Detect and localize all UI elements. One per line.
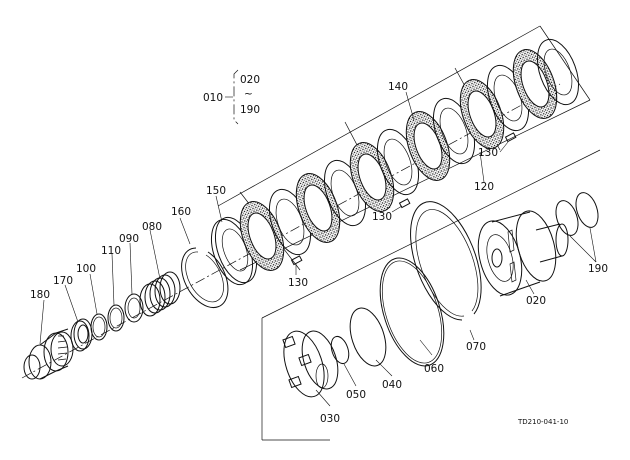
pin-130-b	[398, 198, 411, 209]
friction-disc	[349, 142, 395, 212]
label-130-a: 130	[288, 277, 308, 289]
group-range-to-label: 190	[240, 104, 260, 116]
pin-130-a	[290, 255, 303, 266]
piston-group-outline	[261, 149, 601, 441]
label-040: 040	[382, 379, 402, 391]
label-130-c: 130	[478, 147, 498, 159]
label-020: 020	[526, 295, 546, 307]
friction-disc	[512, 49, 558, 119]
group-range-from-label: 020	[240, 74, 260, 86]
clutch-pack	[239, 38, 580, 271]
label-090: 090	[119, 233, 139, 245]
ring-100	[90, 313, 108, 341]
group-range-symbol: ~	[244, 88, 253, 100]
label-120: 120	[474, 181, 494, 193]
label-150: 150	[206, 185, 226, 197]
label-060: 060	[424, 363, 444, 375]
label-170: 170	[53, 275, 73, 287]
label-190: 190	[588, 263, 608, 275]
o-ring-050	[330, 335, 350, 365]
leader-lines	[39, 91, 597, 407]
o-ring-060	[379, 257, 445, 367]
o-ring-040	[349, 307, 387, 367]
label-110: 110	[101, 245, 121, 257]
snap-ring-070	[410, 201, 482, 321]
seal-rings-190	[555, 192, 599, 236]
label-070: 070	[466, 341, 486, 353]
snap-ring-160	[181, 247, 229, 309]
group-bracket: 010 020 ~ 190	[203, 69, 260, 125]
washer-090	[124, 293, 144, 323]
label-050: 050	[346, 389, 366, 401]
clutch-drum-020	[477, 210, 569, 297]
hub-180	[23, 328, 74, 380]
pin-130-c	[504, 132, 517, 143]
label-180: 180	[30, 289, 50, 301]
diagram-id: TD210-041-10	[517, 418, 568, 426]
friction-disc	[239, 201, 285, 271]
friction-disc	[459, 79, 505, 149]
group-main-label: 010	[203, 92, 223, 104]
label-080: 080	[142, 221, 162, 233]
part-labels: 180 170 100 110 090 080 160 150 130 130 …	[30, 81, 608, 425]
label-030: 030	[320, 413, 340, 425]
snap-ring-110	[107, 304, 125, 332]
piston-030	[282, 330, 339, 398]
label-140: 140	[388, 81, 408, 93]
label-100: 100	[76, 263, 96, 275]
label-160: 160	[171, 206, 191, 218]
washer-170	[70, 318, 93, 352]
label-130-b: 130	[372, 211, 392, 223]
friction-disc	[405, 111, 451, 181]
friction-disc	[295, 173, 341, 243]
